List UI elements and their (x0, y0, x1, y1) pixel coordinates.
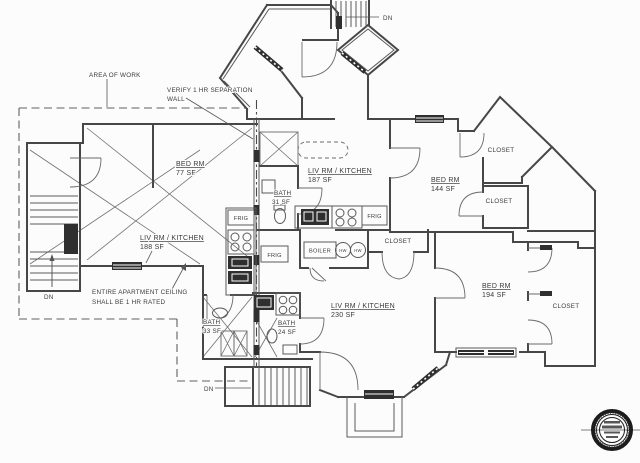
room-label-bath33-name: BATH (203, 319, 221, 326)
room-label-liv188-area: 188 SF (140, 244, 164, 251)
room-label-bath31-name: BATH (274, 190, 292, 197)
labels: AREA OF WORK VERIFY 1 HR SEPARATION WALL… (43, 14, 580, 394)
room-label-liv187-name: LIV RM / KITCHEN (308, 168, 372, 175)
boiler-label: BOILER (309, 249, 331, 255)
closet-label-middle: CLOSET (385, 238, 412, 245)
dn-label-top-stair: DN (383, 15, 393, 22)
room-label-bath31-area: 31 SF (272, 199, 290, 206)
area-of-work-boundary (18, 107, 251, 382)
room-label-bedrm194-name: BED RM (482, 283, 511, 290)
windows (112, 16, 517, 399)
frig-label-right: FRIG (367, 214, 381, 220)
ceiling-note-line2: SHALL BE 1 HR RATED (92, 299, 166, 306)
room-label-liv230-name: LIV RM / KITCHEN (331, 303, 395, 310)
closet-label-top-right: CLOSET (488, 147, 515, 154)
room-label-bath24-name: BATH (278, 320, 296, 327)
dn-label-left-stair: DN (44, 294, 54, 301)
room-label-liv230-area: 230 SF (331, 312, 355, 319)
closet-label-right: CLOSET (486, 198, 513, 205)
door-swings (69, 41, 553, 391)
closet-label-bottom-right: CLOSET (553, 303, 580, 310)
room-label-bedrm194-area: 194 SF (482, 292, 506, 299)
room-label-bath33-area: 33 SF (203, 328, 221, 335)
room-label-liv187-area: 187 SF (308, 177, 332, 184)
room-label-bedrm77-area: 77 SF (176, 170, 196, 177)
room-label-bath24-area: 24 SF (278, 329, 296, 336)
room-label-bedrm144-area: 144 SF (431, 186, 455, 193)
frig-middle-box (260, 245, 289, 263)
room-label-liv188-name: LIV RM / KITCHEN (140, 235, 204, 242)
frig-label-left: FRIG (234, 216, 248, 222)
dn-label-bottom-stair: DN (204, 386, 214, 393)
verify-wall-note-line2: WALL (167, 96, 185, 103)
room-label-bedrm144-name: BED RM (431, 177, 460, 184)
demolition-x-marks (29, 127, 299, 358)
hw-label-2: HW (354, 248, 361, 253)
frig-right-box (361, 205, 388, 226)
frig-label-middle: FRIG (267, 253, 281, 259)
walls (26, 0, 597, 438)
frig-left-box (227, 209, 255, 226)
verify-wall-note-line1: VERIFY 1 HR SEPARATION (167, 87, 253, 94)
architect-seal-stamp (581, 409, 640, 451)
stair-treads (30, 1, 367, 405)
area-of-work-label: AREA OF WORK (89, 72, 141, 79)
hw-label-1: HW (339, 248, 346, 253)
fixtures (212, 141, 388, 355)
room-label-bedrm77-name: BED RM (176, 161, 205, 168)
hw-tank-2 (350, 242, 366, 258)
ceiling-note-line1: ENTIRE APARTMENT CEILING (92, 289, 188, 296)
leader-lines (106, 16, 379, 389)
